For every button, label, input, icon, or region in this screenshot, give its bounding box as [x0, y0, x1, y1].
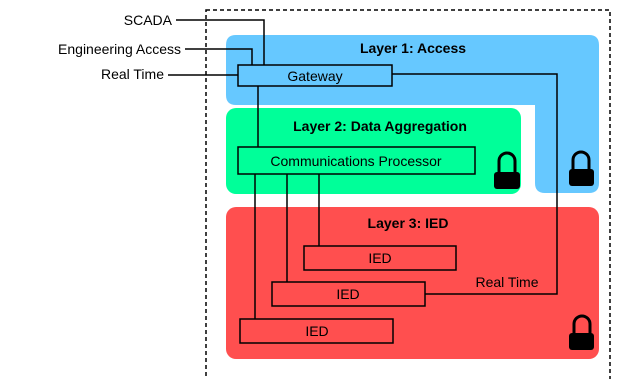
- engineering-access-link: [185, 48, 253, 65]
- layer-ied-title: Layer 3: IED: [368, 215, 449, 231]
- gateway-real-time-link: [392, 73, 558, 295]
- ied-1-label: IED: [368, 250, 391, 266]
- input-engineering-access-label: Engineering Access: [58, 41, 181, 57]
- gateway-label: Gateway: [287, 68, 342, 84]
- lock-icon-ied: [569, 314, 594, 350]
- scada-link: [176, 19, 265, 65]
- lock-icon-aggregation: [494, 151, 520, 189]
- security-perimeter: [205, 9, 611, 379]
- communications-processor-label: Communications Processor: [270, 153, 442, 169]
- layer-access-title: Layer 1: Access: [360, 40, 466, 56]
- ied-node-2[interactable]: IED: [271, 281, 426, 307]
- lock-icon-access: [569, 150, 594, 186]
- gateway-node[interactable]: Gateway: [237, 64, 393, 87]
- ied-3-label: IED: [305, 323, 328, 339]
- communications-processor-node[interactable]: Communications Processor: [237, 146, 476, 175]
- real-time-link-label: Real Time: [475, 274, 538, 290]
- ied-node-1[interactable]: IED: [303, 245, 457, 271]
- layer-aggregation-title: Layer 2: Data Aggregation: [293, 118, 467, 134]
- input-real-time-label: Real Time: [101, 66, 164, 82]
- ied-node-3[interactable]: IED: [239, 318, 394, 344]
- ied-2-label: IED: [336, 286, 359, 302]
- input-scada-label: SCADA: [124, 12, 173, 28]
